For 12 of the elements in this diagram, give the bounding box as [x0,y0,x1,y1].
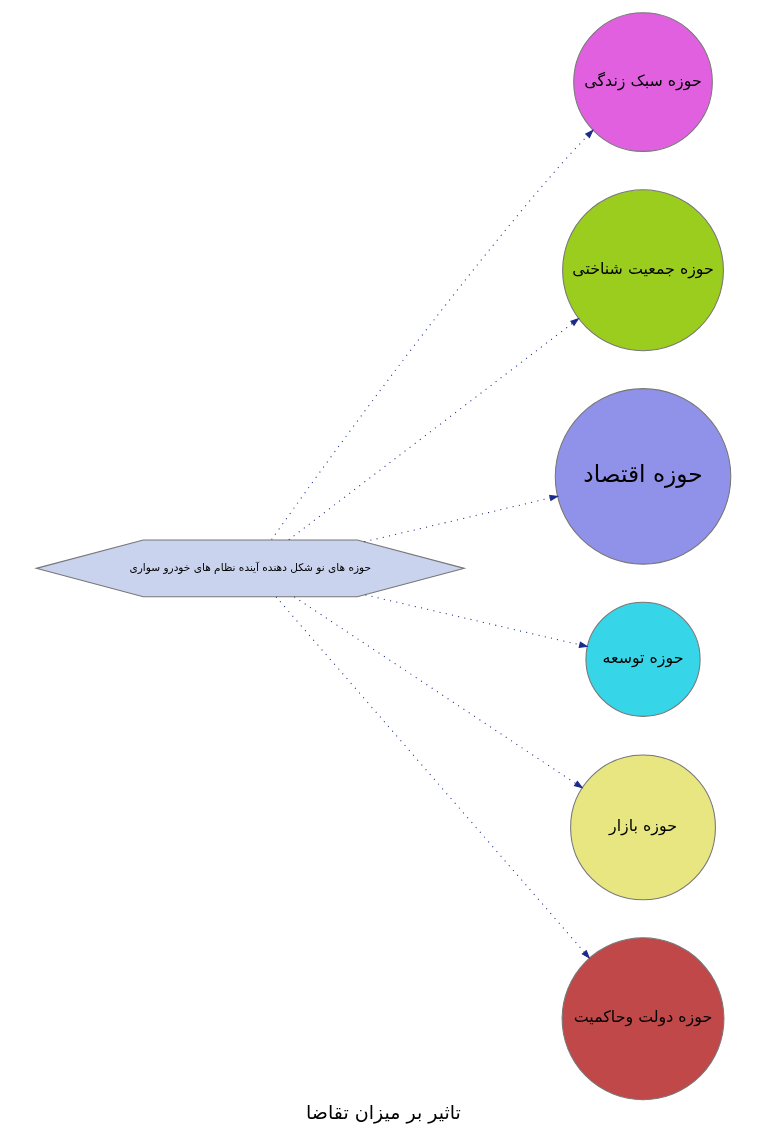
caption: تاثیر بر میزان تقاضا [306,1101,461,1124]
arrow [288,317,580,541]
node-circle: حوزه سبک زندگی [573,12,713,152]
node-circle: حوزه اقتصاد [554,388,732,565]
node-circle: حوزه جمعیت شناختی [562,189,724,352]
arrow [271,129,594,541]
node-circle: حوزه دولت وحاکمیت [561,937,725,1101]
arrow [293,596,584,789]
arrow [364,594,589,648]
arrow [363,494,560,543]
arrow [275,596,591,960]
node-circle: حوزه توسعه [585,601,701,717]
